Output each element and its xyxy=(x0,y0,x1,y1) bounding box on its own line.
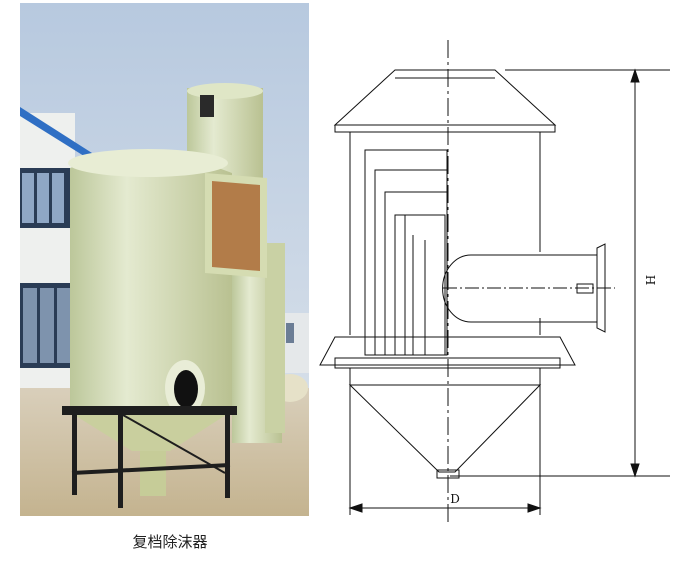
dim-h-label: H xyxy=(644,275,658,285)
bottom-cone xyxy=(348,384,542,473)
dim-d-label: D xyxy=(450,492,460,506)
outlet-pipe xyxy=(442,254,598,323)
support-ring xyxy=(319,336,576,366)
drain-nozzle xyxy=(436,469,460,479)
technical-drawing: H D xyxy=(319,40,670,525)
outlet-flange xyxy=(596,243,606,333)
photo-caption: 复档除沫器 xyxy=(132,533,208,551)
baffle-outer xyxy=(364,149,448,356)
product-photo xyxy=(20,3,309,516)
photo-illustration xyxy=(20,3,309,516)
